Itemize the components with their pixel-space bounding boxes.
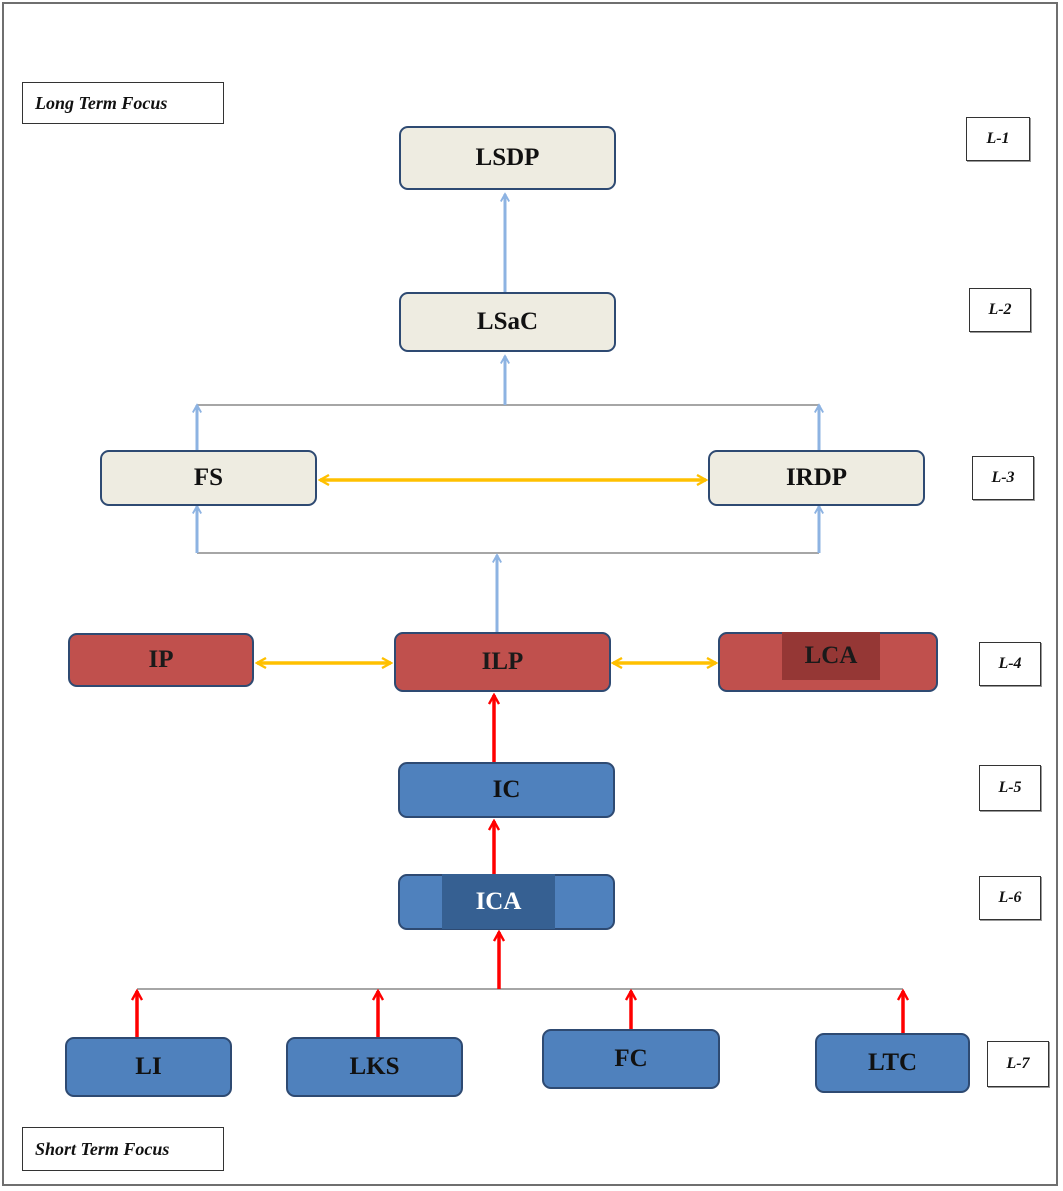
node-ica-box: ICA	[398, 874, 615, 930]
short-term-focus-label: Short Term Focus	[22, 1127, 224, 1171]
node-ic: IC	[398, 762, 615, 818]
level-tag-4: L-4	[979, 642, 1041, 686]
node-lca: LCA	[782, 632, 880, 680]
node-lsdp: LSDP	[399, 126, 616, 190]
node-li: LI	[65, 1037, 232, 1097]
node-lca-box: LCA	[718, 632, 938, 692]
level-tag-7: L-7	[987, 1041, 1049, 1087]
node-lsac: LSaC	[399, 292, 616, 352]
node-ip: IP	[68, 633, 254, 687]
level-tag-6: L-6	[979, 876, 1041, 920]
level-tag-3: L-3	[972, 456, 1034, 500]
node-lks: LKS	[286, 1037, 463, 1097]
level-tag-5: L-5	[979, 765, 1041, 811]
node-ltc: LTC	[815, 1033, 970, 1093]
node-irdp: IRDP	[708, 450, 925, 506]
level-tag-2: L-2	[969, 288, 1031, 332]
node-ica: ICA	[442, 874, 555, 929]
node-fc: FC	[542, 1029, 720, 1089]
node-fs: FS	[100, 450, 317, 506]
node-ilp: ILP	[394, 632, 611, 692]
long-term-focus-label: Long Term Focus	[22, 82, 224, 124]
level-tag-1: L-1	[966, 117, 1030, 161]
